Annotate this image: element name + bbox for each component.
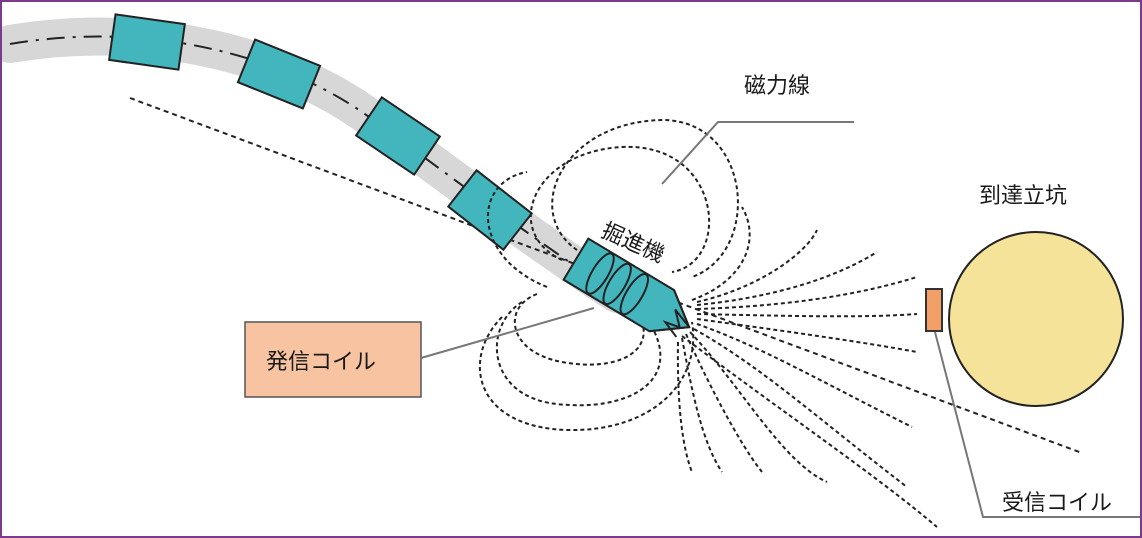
segment-1 [108,13,186,71]
arrival-shaft [948,231,1124,407]
magnetic-lines-leader [661,121,854,185]
tunneling-machine [562,237,691,338]
coil-loop-1 [585,252,615,295]
arrival-shaft-label: 到達立坑 [979,184,1067,209]
magnetic-field-lines [478,118,938,528]
receive-coil-leader [934,331,1140,518]
receiver-coil [925,288,943,332]
coil-loop-2 [602,262,632,306]
magnetic-lines-label: 磁力線 [744,74,810,99]
transmit-coil-callout-box [244,321,422,398]
receive-coil-label: 受信コイル [1002,491,1112,516]
segment-4 [446,168,534,252]
segment-3 [354,95,442,177]
coil-loop-3 [619,273,649,316]
transmit-coil-label: 発信コイル [266,350,376,375]
segment-2 [236,38,322,110]
transmit-coil-leader [420,307,595,359]
